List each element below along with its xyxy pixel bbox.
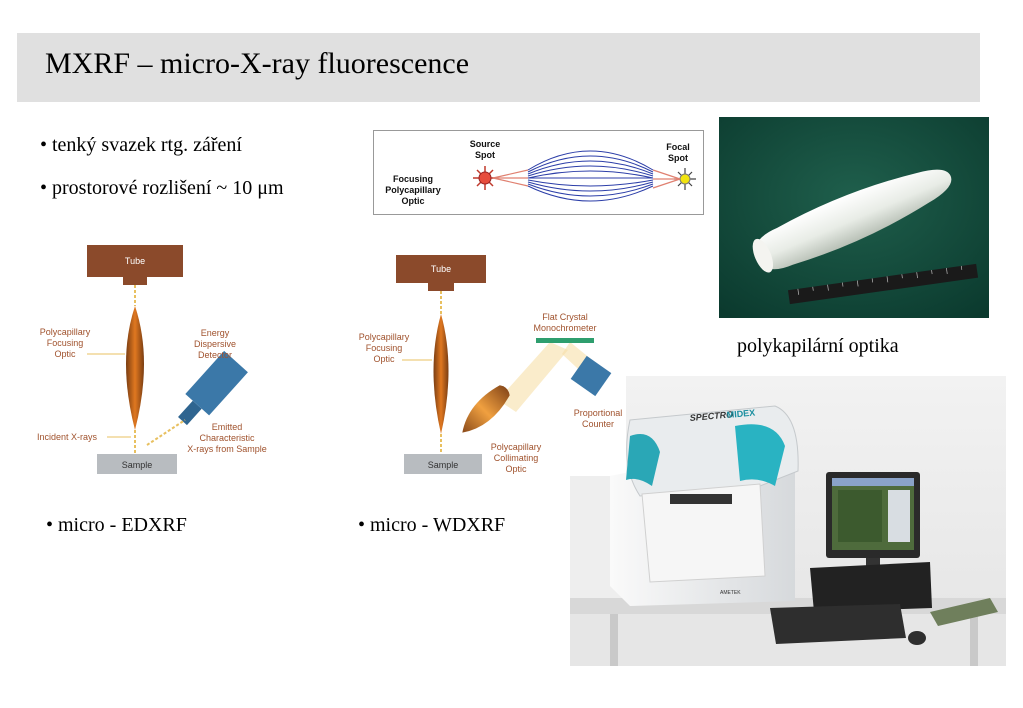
instrument-brand: SPECTRO <box>689 409 733 423</box>
wdxrf-collimating-label-3: Optic <box>505 464 527 474</box>
edxrf-detector-label-3: Detector <box>198 350 232 360</box>
edxrf-focusing-optic <box>126 306 144 430</box>
edxrf-optic-label-3: Optic <box>54 349 76 359</box>
wdxrf-collimating-label-1: Polycapillary <box>491 442 542 452</box>
wdxrf-collimating-optic <box>462 385 510 433</box>
wdxrf-crystal-label-1: Flat Crystal <box>542 312 588 322</box>
edxrf-incident-label: Incident X-rays <box>37 432 98 442</box>
capillary-bundle <box>527 150 654 202</box>
bullet-wdxrf: • micro - WDXRF <box>358 514 506 536</box>
wdxrf-optic-label-3: Optic <box>373 354 395 364</box>
bullet-beam: • tenký svazek rtg. záření <box>40 134 242 156</box>
wdxrf-diagram: Tube Sample Flat Crystal Monochrometer P… <box>359 255 623 474</box>
instrument-model: MIDEX <box>726 408 755 420</box>
wdxrf-tube <box>396 255 486 283</box>
wdxrf-crystal-label-2: Monochrometer <box>533 323 596 333</box>
wdxrf-optic-label-2: Focusing <box>366 343 403 353</box>
wdxrf-sample <box>404 454 482 474</box>
edxrf-detector-label-2: Dispersive <box>194 339 236 349</box>
edxrf-detector <box>178 350 248 426</box>
polycapillary-optic-photo <box>719 117 989 318</box>
instrument-photo: SPECTRO MIDEX AMETEK <box>570 376 1006 666</box>
edxrf-detector-label-1: Energy <box>201 328 230 338</box>
source-label-2: Spot <box>475 150 495 160</box>
circuit-board <box>930 598 998 626</box>
focusing-label-1: Focusing <box>393 174 433 184</box>
edxrf-sample <box>97 454 177 474</box>
output-rays <box>652 169 681 189</box>
keyboard <box>770 604 906 644</box>
edxrf-tube <box>87 245 183 277</box>
edxrf-emitted-label-2: Characteristic <box>199 433 255 443</box>
source-spot-icon <box>473 166 497 190</box>
focusing-label-2: Polycapillary <box>385 185 441 195</box>
page-title: MXRF – micro-X-ray fluorescence <box>45 47 470 80</box>
wdxrf-sample-label: Sample <box>428 460 459 470</box>
edxrf-sample-label: Sample <box>122 460 153 470</box>
focal-label-2: Spot <box>668 153 688 163</box>
title-bar <box>17 33 980 102</box>
wdxrf-tube-label: Tube <box>431 264 451 274</box>
wdxrf-counter-label-2: Counter <box>582 419 614 429</box>
caption-optic: polykapilární optika <box>737 335 899 357</box>
optic-body <box>752 169 952 273</box>
sample-chamber <box>641 483 766 583</box>
mouse <box>908 631 926 645</box>
wdxrf-focusing-optic <box>433 314 449 434</box>
computer-tower <box>810 562 932 612</box>
instrument-badge: AMETEK <box>720 590 741 596</box>
bullet-resolution: • prostorové rozlišení ~ 10 μm <box>40 177 284 199</box>
wdxrf-counter-label-1: Proportional <box>574 408 623 418</box>
focal-label-1: Focal <box>666 142 690 152</box>
wdxrf-crystal <box>536 338 594 343</box>
edxrf-diagram: Tube Sample Polycapillary Focusing Optic… <box>37 245 267 474</box>
wdxrf-optic-label-1: Polycapillary <box>359 332 410 342</box>
edxrf-emitted-label-1: Emitted <box>212 422 243 432</box>
bullet-edxrf: • micro - EDXRF <box>46 514 187 536</box>
optic-schematic: Focusing Polycapillary Optic Source Spot… <box>373 130 704 215</box>
edxrf-optic-label-1: Polycapillary <box>40 327 91 337</box>
input-rays <box>492 169 529 187</box>
edxrf-emitted-label-3: X-rays from Sample <box>187 444 267 454</box>
wdxrf-collimating-label-2: Collimating <box>494 453 539 463</box>
edxrf-tube-label: Tube <box>125 256 145 266</box>
source-label-1: Source <box>470 139 501 149</box>
instrument-accent-left <box>626 434 660 486</box>
instrument-accent-right <box>735 424 785 486</box>
sample-stage <box>670 494 732 504</box>
wdxrf-counter <box>570 355 612 397</box>
ruler <box>787 263 979 305</box>
focusing-label-3: Optic <box>401 196 424 206</box>
edxrf-optic-label-2: Focusing <box>47 338 84 348</box>
